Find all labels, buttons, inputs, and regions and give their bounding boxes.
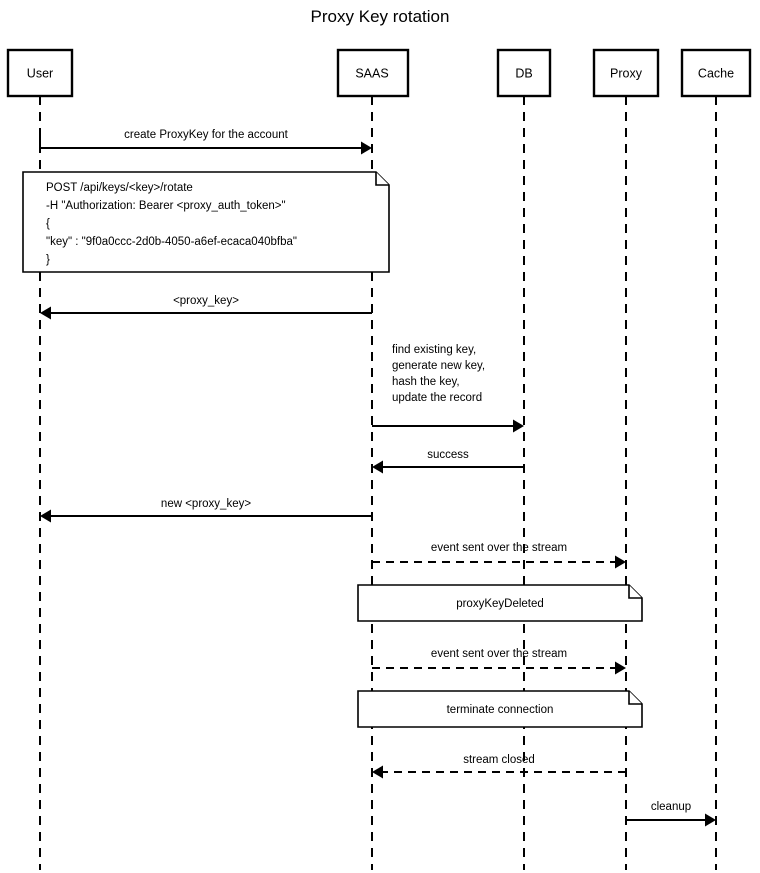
note-text-line: { [46, 218, 50, 230]
message-create-proxykey[interactable]: create ProxyKey for the account [39, 129, 372, 155]
message-cleanup[interactable]: cleanup [626, 801, 716, 827]
note-body-terminate-connection-note [357, 690, 643, 728]
participants-layer: User SAAS DB Proxy Cache [6, 48, 752, 98]
messages-layer: create ProxyKey for the account <proxy_ke… [39, 129, 716, 827]
participant-label-db: DB [515, 67, 532, 81]
message-label-saas-db-update: find existing key, [392, 344, 476, 356]
note-proxy-key-deleted-note[interactable]: proxyKeyDeleted [357, 584, 643, 622]
participant-user[interactable]: User [6, 48, 74, 98]
message-event-stream-1[interactable]: event sent over the stream [372, 542, 626, 569]
participant-label-cache: Cache [698, 67, 734, 81]
message-event-stream-2[interactable]: event sent over the stream [372, 648, 626, 675]
note-text-line: proxyKeyDeleted [456, 598, 544, 610]
arrowhead-db-success [372, 460, 383, 474]
note-text-line: "key" : "9f0a0ccc-2d0b-4050-a6ef-ecaca04… [46, 236, 297, 248]
arrowhead-saas-db-update [513, 419, 524, 433]
participant-box-saas [336, 48, 410, 98]
message-label-cleanup: cleanup [651, 801, 691, 813]
participant-box-cache [680, 48, 752, 98]
note-post-request-note[interactable]: POST /api/keys/<key>/rotate -H "Authoriza… [22, 171, 390, 273]
message-label-stream-closed: stream closed [463, 754, 535, 766]
message-label-event-stream-2: event sent over the stream [431, 648, 567, 660]
message-label-event-stream-1: event sent over the stream [431, 542, 567, 554]
message-label-proxy-key-response: <proxy_key> [173, 295, 239, 307]
message-new-proxy-key[interactable]: new <proxy_key> [40, 498, 372, 523]
message-stream-closed[interactable]: stream closed [372, 754, 626, 779]
message-saas-db-update[interactable]: find existing key, generate new key, hash … [372, 344, 524, 433]
participant-cache[interactable]: Cache [680, 48, 752, 98]
message-label-saas-db-update: hash the key, [392, 376, 460, 388]
note-body-proxy-key-deleted-note [357, 584, 643, 622]
note-text-line: terminate connection [447, 704, 554, 716]
message-line-create-proxykey [39, 134, 362, 149]
message-label-saas-db-update: generate new key, [392, 360, 485, 372]
participant-label-saas: SAAS [355, 67, 388, 81]
arrowhead-cleanup [705, 813, 716, 827]
note-fold-icon [628, 691, 642, 705]
arrowhead-new-proxy-key [40, 509, 51, 523]
message-label-saas-db-update: update the record [392, 392, 482, 404]
message-label-db-success: success [427, 449, 469, 461]
message-proxy-key-response[interactable]: <proxy_key> [40, 295, 372, 320]
message-label-new-proxy-key: new <proxy_key> [161, 498, 251, 510]
participant-box-user [6, 48, 74, 98]
note-body-post-request-note [22, 171, 390, 273]
note-fold-icon [375, 172, 389, 186]
message-db-success[interactable]: success [372, 449, 524, 474]
note-fold-icon [628, 585, 642, 599]
notes-layer: POST /api/keys/<key>/rotate -H "Authoriza… [22, 171, 643, 728]
note-text-line: -H "Authorization: Bearer <proxy_auth_to… [46, 200, 286, 212]
note-terminate-connection-note[interactable]: terminate connection [357, 690, 643, 728]
arrowhead-stream-closed [372, 765, 383, 779]
participant-label-proxy: Proxy [610, 67, 643, 81]
participant-box-db [496, 48, 552, 98]
arrowhead-event-stream-1 [615, 555, 626, 569]
participant-db[interactable]: DB [496, 48, 552, 98]
participant-proxy[interactable]: Proxy [592, 48, 660, 98]
arrowhead-proxy-key-response [40, 306, 51, 320]
participant-box-proxy [592, 48, 660, 98]
note-text-line: } [46, 254, 50, 266]
diagram-title: Proxy Key rotation [311, 7, 450, 26]
participant-label-user: User [27, 67, 53, 81]
participant-saas[interactable]: SAAS [336, 48, 410, 98]
arrowhead-event-stream-2 [615, 661, 626, 675]
note-text-line: POST /api/keys/<key>/rotate [46, 182, 193, 194]
arrowhead-create-proxykey [361, 141, 372, 155]
message-label-create-proxykey: create ProxyKey for the account [124, 129, 288, 141]
